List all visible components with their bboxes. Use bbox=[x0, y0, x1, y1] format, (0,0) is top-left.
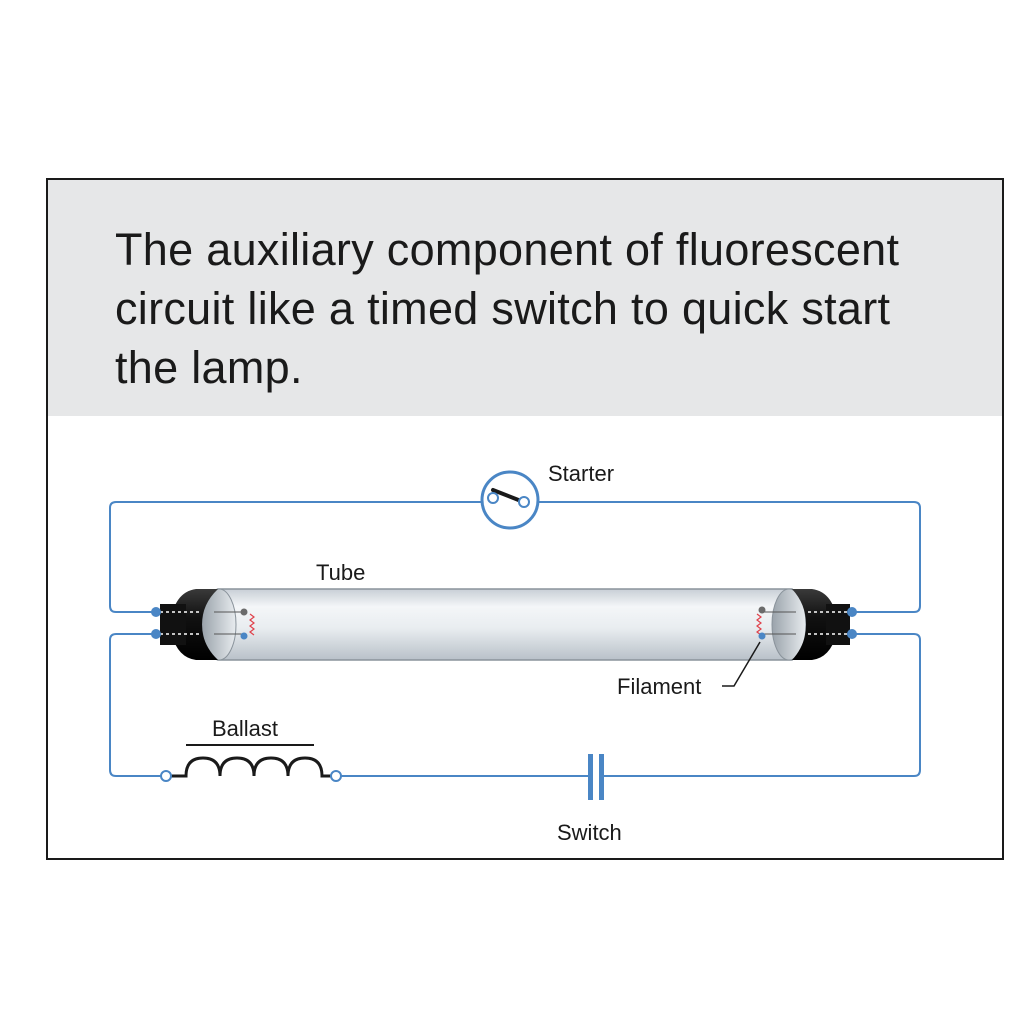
diagram-card: The auxiliary component of fluorescent c… bbox=[46, 178, 1004, 860]
ballast-coil bbox=[166, 756, 336, 778]
tube-glass bbox=[217, 588, 793, 661]
left-internal-leads bbox=[160, 611, 200, 635]
starter-contact-left bbox=[487, 492, 499, 504]
ballast-label: Ballast bbox=[212, 716, 278, 741]
right-filament-bottom-node bbox=[758, 632, 766, 640]
right-pin-top bbox=[847, 607, 857, 617]
starter bbox=[480, 470, 540, 530]
right-internal-leads bbox=[808, 611, 850, 635]
starter-contact-right bbox=[518, 496, 530, 508]
right-filament-top-node bbox=[758, 606, 766, 614]
left-filament bbox=[249, 613, 255, 636]
wire-left-lower bbox=[109, 633, 166, 777]
switch-plate-right bbox=[599, 754, 604, 800]
right-filament-leads bbox=[760, 611, 796, 635]
filament-label: Filament bbox=[617, 674, 701, 699]
right-cap-base bbox=[826, 604, 850, 645]
starter-label: Starter bbox=[548, 461, 614, 486]
left-pin-bottom bbox=[151, 629, 161, 639]
wire-right-lower bbox=[603, 633, 921, 777]
ballast bbox=[160, 744, 342, 782]
tube bbox=[151, 588, 857, 661]
switch-label: Switch bbox=[557, 820, 622, 845]
left-cap-base bbox=[160, 604, 186, 645]
left-filament-bottom-node bbox=[240, 632, 248, 640]
switch-plate-left bbox=[588, 754, 593, 800]
ballast-terminal-left bbox=[160, 770, 172, 782]
ballast-terminal-right bbox=[330, 770, 342, 782]
left-filament-top-node bbox=[240, 608, 248, 616]
caption-banner: The auxiliary component of fluorescent c… bbox=[48, 180, 1002, 416]
filament-leader-line bbox=[722, 641, 761, 687]
caption-text: The auxiliary component of fluorescent c… bbox=[115, 224, 900, 393]
starter-contact-arm bbox=[491, 488, 523, 503]
circuit-wires bbox=[109, 501, 921, 777]
wire-top-right bbox=[538, 501, 921, 613]
wire-top-left bbox=[109, 501, 482, 613]
switch bbox=[588, 754, 604, 800]
right-filament bbox=[756, 613, 762, 636]
tube-label: Tube bbox=[316, 560, 365, 585]
starter-body bbox=[480, 470, 540, 530]
left-pin-top bbox=[151, 607, 161, 617]
right-pin-bottom bbox=[847, 629, 857, 639]
